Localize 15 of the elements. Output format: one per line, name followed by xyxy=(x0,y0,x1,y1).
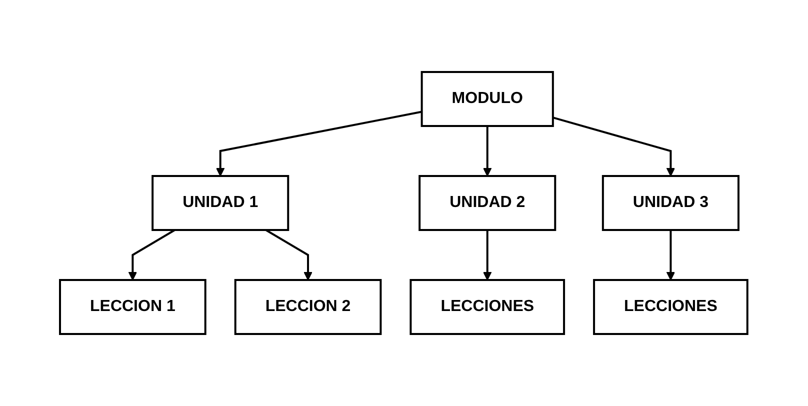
node-box: UNIDAD 2 xyxy=(418,175,556,231)
node-box: UNIDAD 3 xyxy=(602,175,740,231)
arrow xyxy=(128,229,176,280)
node-box: LECCIONES xyxy=(410,279,566,335)
arrow xyxy=(483,126,492,176)
arrow xyxy=(552,116,676,176)
arrow xyxy=(483,230,492,280)
node-box: LECCION 2 xyxy=(234,279,382,335)
node-box: LECCIONES xyxy=(593,279,749,335)
node-box: MODULO xyxy=(421,71,554,127)
node-box: LECCION 1 xyxy=(59,279,207,335)
node-box: UNIDAD 1 xyxy=(152,175,290,231)
arrow xyxy=(666,230,676,280)
arrow xyxy=(216,110,422,176)
arrow xyxy=(266,229,313,280)
